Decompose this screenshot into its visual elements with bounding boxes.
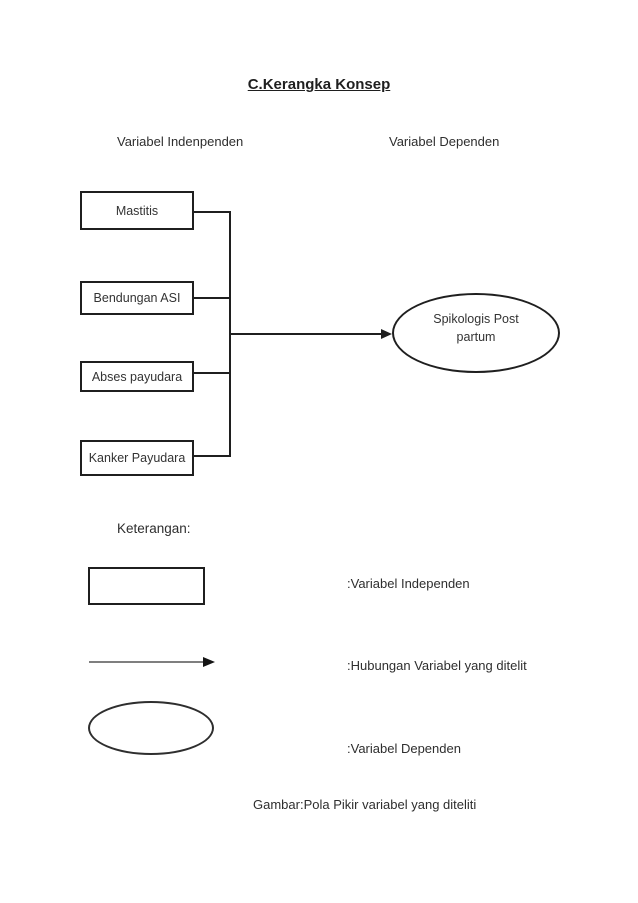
box-label: Kanker Payudara [88,451,186,465]
independent-box-abses-payudara: Abses payudara [80,361,194,392]
header-variabel-dependen: Variabel Dependen [389,134,500,149]
legend-heading: Keterangan: [117,521,191,536]
header-variabel-independen: Variabel Indenpenden [117,134,244,149]
page-title: C.Kerangka Konsep [247,76,391,93]
independent-box-mastitis: Mastitis [80,191,194,230]
box-label: Mastitis [115,203,159,218]
main-arrow-line [230,333,381,335]
box-label: Bendungan ASI [93,291,181,305]
legend-label-dependen: :Variabel Dependen [347,741,461,756]
legend-arrow-symbol [89,661,205,663]
independent-box-kanker-payudara: Kanker Payudara [80,440,194,476]
connector-line-mastitis [194,211,231,213]
legend-label-independen: :Variabel Independen [347,576,470,591]
legend-ellipse-symbol [88,701,214,755]
connector-line-abses-payudara [194,372,231,374]
connector-line-bendungan-asi [194,297,231,299]
ellipse-label-line1: Spikologis Post [433,311,519,326]
figure-caption: Gambar:Pola Pikir variabel yang diteliti [253,797,477,812]
independent-box-bendungan-asi: Bendungan ASI [80,281,194,315]
ellipse-label-line2: partum [456,330,496,344]
box-label: Abses payudara [91,369,183,384]
connector-line-kanker-payudara [194,455,231,457]
arrow-head-icon [381,329,392,339]
legend-label-hubungan: :Hubungan Variabel yang ditelit [347,658,527,673]
legend-rectangle-symbol [88,567,205,605]
dependent-ellipse-spikologis-post-partum: Spikologis Post partum [392,293,560,373]
arrow-head-icon [203,657,215,667]
